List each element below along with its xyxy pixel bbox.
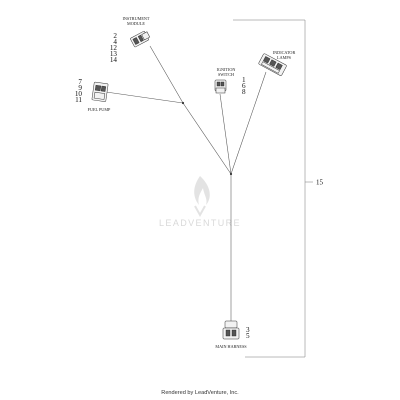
harness-wires xyxy=(105,45,267,322)
fuel-pump-callout: 11 xyxy=(75,96,82,104)
instrument-module: INSTRUMENT MODULE 2 4 12 13 14 xyxy=(110,16,151,64)
wire-fuel-pump xyxy=(105,91,184,104)
indicator-lamps-label-line2: LAMPS xyxy=(277,55,292,60)
ignition-switch-connector xyxy=(214,79,227,94)
main-harness: MAIN HARNESS 3 5 xyxy=(215,320,250,349)
instrument-module-callout: 13 xyxy=(110,50,118,58)
wire-instrument-module xyxy=(149,45,184,104)
ignition-switch: IGNITION SWITCH 1 6 8 xyxy=(214,67,246,96)
fuel-pump-callout: 10 xyxy=(75,90,83,98)
watermark-text: LEADVENTURE xyxy=(159,218,241,228)
indicator-lamps-connector xyxy=(258,53,287,76)
ignition-switch-label-line2: SWITCH xyxy=(218,72,234,77)
instrument-module-callout: 4 xyxy=(113,38,117,46)
watermark: LEADVENTURE xyxy=(159,176,241,228)
ignition-switch-callout: 6 xyxy=(242,82,246,90)
wire-trunk-upper xyxy=(182,102,232,175)
indicator-lamps-label-line1: INDICATOR xyxy=(273,50,296,55)
main-harness-label: MAIN HARNESS xyxy=(215,344,247,349)
main-harness-callout: 3 xyxy=(246,326,250,334)
ignition-switch-callout: 1 xyxy=(242,76,246,84)
assembly-callout: 15 xyxy=(316,179,324,187)
instrument-module-label-line1: INSTRUMENT xyxy=(123,16,150,21)
indicator-lamps: INDICATOR LAMPS xyxy=(258,50,295,76)
flame-logo-inner-icon xyxy=(194,205,206,218)
fuel-pump-callout: 9 xyxy=(78,84,82,92)
main-harness-connector xyxy=(222,320,240,340)
wire-ignition-switch xyxy=(219,93,232,175)
wire-indicator-lamps xyxy=(230,71,267,175)
fuel-pump-connector xyxy=(91,81,109,102)
ignition-switch-label-line1: IGNITION xyxy=(217,67,236,72)
splice-point-main xyxy=(229,172,233,176)
flame-logo-icon xyxy=(194,176,210,205)
fuel-pump: FUEL PUMP 7 9 10 11 xyxy=(75,78,111,112)
instrument-module-callout: 12 xyxy=(110,44,118,52)
fuel-pump-label: FUEL PUMP xyxy=(88,107,111,112)
assembly-bracket: 15 xyxy=(233,19,324,358)
instrument-module-label-line2: MODULE xyxy=(127,21,145,26)
instrument-module-callout: 2 xyxy=(113,32,117,40)
instrument-module-callout: 14 xyxy=(110,56,118,64)
main-harness-callout: 5 xyxy=(246,332,250,340)
fuel-pump-callout: 7 xyxy=(78,78,82,86)
ignition-switch-callout: 8 xyxy=(242,88,246,96)
footer-credit: Rendered by LeadVenture, Inc. xyxy=(161,390,239,396)
instrument-module-connector xyxy=(130,31,151,48)
splice-point-upper xyxy=(181,101,185,105)
